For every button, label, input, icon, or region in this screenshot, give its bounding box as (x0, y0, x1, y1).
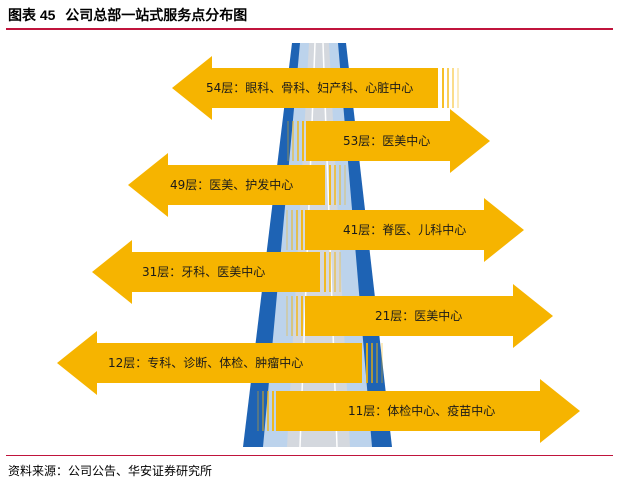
floor-label: 54层：眼科、骨科、妇产科、心脏中心 (206, 80, 413, 95)
arrow-tail-stripe (452, 68, 454, 108)
arrow-tail-stripe (297, 121, 299, 161)
floor-arrow-shape (92, 240, 320, 304)
floor-arrow-7: 12层：专科、诊断、体检、肿瘤中心 (57, 331, 383, 395)
arrow-tail-stripe (334, 252, 336, 292)
arrow-tail-stripe (267, 391, 269, 431)
source-rule (6, 455, 613, 456)
arrow-tail-stripe (344, 165, 346, 205)
arrow-tail-stripe (381, 343, 383, 383)
floor-label: 12层：专科、诊断、体检、肿瘤中心 (108, 355, 303, 370)
floor-arrow-shape (306, 109, 490, 173)
arrow-tail-stripe (339, 252, 341, 292)
arrow-tail-stripe (457, 68, 459, 108)
arrow-tail-stripe (286, 296, 288, 336)
floor-arrow-shape (172, 56, 438, 120)
figure-number: 图表 45 (8, 7, 56, 23)
floor-label: 49层：医美、护发中心 (170, 177, 293, 192)
arrow-tail-stripe (262, 391, 264, 431)
arrow-tail-stripe (296, 296, 298, 336)
arrow-tail-stripe (334, 165, 336, 205)
floor-arrow-2: 53层：医美中心 (287, 109, 490, 173)
arrow-tail-stripe (301, 210, 303, 250)
arrow-tail-stripe (329, 165, 331, 205)
arrow-tail-stripe (291, 296, 293, 336)
floor-arrow-shape (305, 198, 524, 262)
arrow-tail-stripe (339, 165, 341, 205)
arrow-tail-stripe (442, 68, 444, 108)
floor-arrow-shape (305, 284, 553, 348)
arrow-tail-stripe (272, 391, 274, 431)
arrow-tail-stripe (296, 210, 298, 250)
arrow-tail-stripe (287, 121, 289, 161)
arrow-tail-stripe (302, 121, 304, 161)
arrow-tail-stripe (447, 68, 449, 108)
source-note: 资料来源：公司公告、华安证券研究所 (8, 464, 213, 478)
floor-arrow-4: 41层：脊医、儿科中心 (286, 198, 524, 262)
arrow-tail-stripe (286, 210, 288, 250)
floor-arrow-1: 54层：眼科、骨科、妇产科、心脏中心 (172, 56, 459, 120)
floor-arrow-shape (57, 331, 362, 395)
floor-label: 41层：脊医、儿科中心 (343, 222, 466, 237)
arrow-tail-stripe (301, 296, 303, 336)
floor-label: 11层：体检中心、疫苗中心 (348, 403, 495, 418)
figure-title: 图表 45 公司总部一站式服务点分布图 (8, 5, 247, 25)
floor-label: 21层：医美中心 (375, 308, 462, 323)
arrow-tail-stripe (324, 252, 326, 292)
floor-arrow-shape (276, 379, 580, 443)
arrows-layer: 54层：眼科、骨科、妇产科、心脏中心 53层：医美中心 49层：医美、护发中心 41层… (57, 56, 580, 443)
title-rule (6, 28, 613, 30)
floor-arrow-5: 31层：牙科、医美中心 (92, 240, 341, 304)
arrow-tail-stripe (366, 343, 368, 383)
floor-label: 53层：医美中心 (343, 133, 430, 148)
floor-label: 31层：牙科、医美中心 (142, 264, 265, 279)
figure-title-text: 公司总部一站式服务点分布图 (65, 8, 248, 24)
floor-arrow-shape (128, 153, 325, 217)
arrow-tail-stripe (291, 210, 293, 250)
arrow-tail-stripe (257, 391, 259, 431)
arrow-tail-stripe (376, 343, 378, 383)
floor-arrow-8: 11层：体检中心、疫苗中心 (257, 379, 580, 443)
floor-arrow-3: 49层：医美、护发中心 (128, 153, 346, 217)
arrow-tail-stripe (329, 252, 331, 292)
arrow-tail-stripe (371, 343, 373, 383)
floor-arrow-6: 21层：医美中心 (286, 284, 553, 348)
arrow-tail-stripe (292, 121, 294, 161)
